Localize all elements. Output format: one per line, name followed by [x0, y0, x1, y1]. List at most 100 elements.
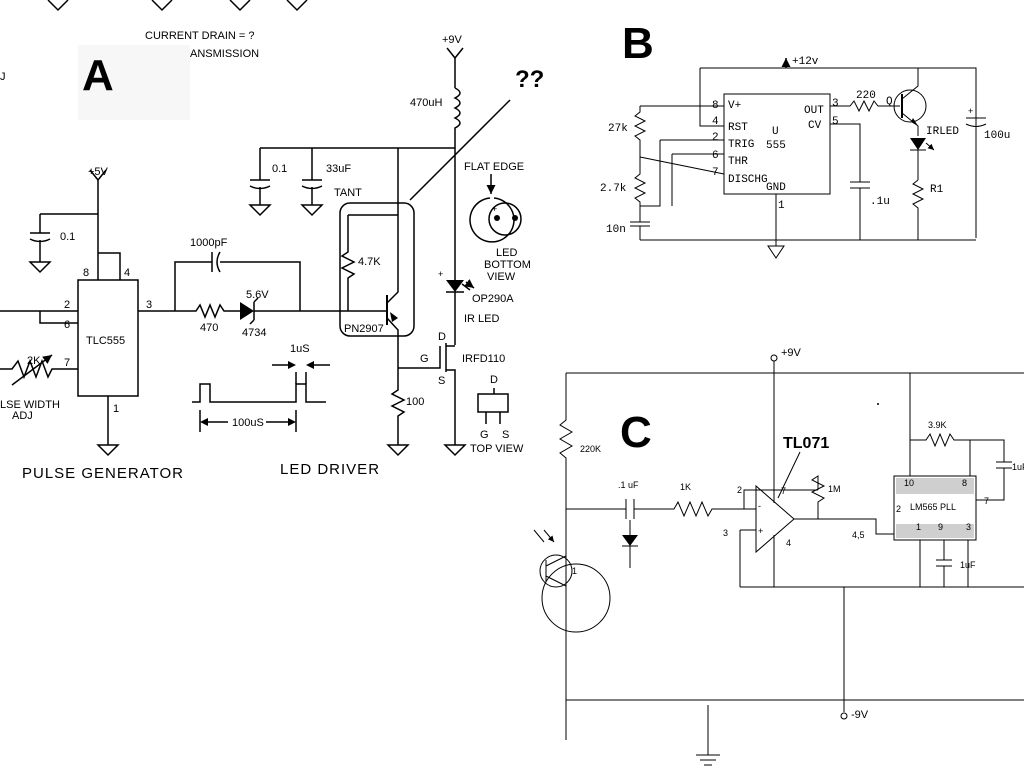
label-a-background [78, 45, 190, 120]
res-1k-label: 1K [680, 482, 691, 492]
pulse-generator-caption: PULSE GENERATOR [22, 465, 184, 482]
pin-4: 4 [124, 267, 130, 279]
capacitor-0-1u [830, 123, 870, 240]
plus-sign: + [438, 269, 443, 279]
supply-rail [700, 67, 977, 238]
capacitor-10n [630, 216, 650, 240]
capacitor-1uf-top [970, 439, 1012, 501]
tl071-pointer [777, 451, 801, 499]
left-edge-fragment: J [0, 71, 6, 83]
ground-rail [640, 194, 976, 246]
opamp-tl071 [755, 484, 795, 554]
resistor-220 [830, 99, 900, 113]
wire [0, 310, 78, 324]
resistor-27k [633, 106, 647, 157]
res-4-7k-label: 4.7K [358, 256, 381, 268]
op290a-label: OP290A [472, 293, 514, 305]
cap-100u-plus: + [968, 106, 973, 116]
ground-symbol [248, 204, 272, 217]
lm565-label: LM565 PLL [910, 502, 956, 512]
cap-0-1-b-label: 0.1 [272, 163, 287, 175]
photo-transistor-body [539, 554, 573, 588]
opamp-supply-wires [740, 373, 775, 588]
pll-pin-3: 3 [966, 522, 971, 532]
mosfet-d-label: D [438, 331, 446, 343]
cap-1000pf-label: 1000pF [190, 237, 228, 249]
pn2907-label: PN2907 [344, 323, 384, 335]
capacitor-0-1uf [566, 499, 660, 519]
cap-0-1u-label: .1u [870, 196, 890, 208]
lm565-shade-top [896, 478, 974, 494]
resistor-1m [810, 475, 826, 519]
question-mark: ?? [515, 66, 544, 93]
pin-dischg-name: DISCHG [728, 174, 768, 186]
irled-symbol [910, 138, 926, 150]
resistor-3-9k [909, 373, 971, 476]
wire [97, 252, 121, 280]
inductor-470uh [453, 58, 461, 280]
pin-2-num: 2 [712, 132, 719, 144]
led-pin-b [512, 215, 518, 221]
pulse-1us-label: 1uS [290, 343, 310, 355]
photo-transistor-leads [545, 555, 567, 587]
pin-gnd-name: GND [766, 182, 786, 194]
section-label-b: B [622, 19, 654, 68]
capacitor-1000pf [211, 251, 221, 273]
opamp-wires [739, 489, 818, 587]
capacitor-33uf [301, 148, 323, 205]
cap-100u-label: 100u [984, 130, 1010, 142]
wire-trig-thr [640, 139, 724, 207]
ic-555 [723, 93, 831, 195]
zener-part-label: 4734 [242, 327, 266, 339]
irled-label: IRLED [926, 126, 959, 138]
pin-5-num: 5 [832, 116, 839, 128]
res-100-label: 100 [406, 396, 424, 408]
pin-cv-name: CV [808, 120, 822, 132]
package-pins [485, 412, 501, 424]
supply-pos-label: +9V [781, 347, 802, 359]
pot-label: 2K [27, 355, 41, 367]
ic-label-u: U [772, 126, 779, 138]
res-1m-label: 1M [828, 484, 841, 494]
supply-neg-rail [566, 587, 1024, 712]
led-driver-caption: LED DRIVER [280, 461, 380, 478]
pin-4-num: 4 [712, 116, 719, 128]
ir-emission-arrows [461, 282, 474, 290]
circuit-b: B +12v U 555 8 V+ 4 RST 2 TRIG 6 THR 7 D… [600, 19, 1010, 259]
top-view-s: S [502, 429, 509, 441]
res-470-label: 470 [200, 322, 218, 334]
section-label-c: C [620, 408, 652, 457]
cap-0-1-label: 0.1 [60, 231, 75, 243]
pulse-width-label-2: ADJ [12, 410, 33, 422]
pin-8: 8 [83, 267, 89, 279]
led-bottom-view-3: VIEW [487, 271, 516, 283]
opamp-output [794, 518, 894, 535]
period-dimension [199, 410, 297, 432]
pin-2: 2 [64, 299, 70, 311]
pulse-width-arrows [288, 361, 314, 369]
tant-label: TANT [334, 187, 362, 199]
cap-1uf-top-label: 1uF [1012, 462, 1024, 472]
supply-5v-label: +5V [88, 166, 109, 178]
pulse-width-dimension [272, 364, 330, 384]
ground-symbol [300, 204, 324, 217]
supply-9v-label: +9V [442, 34, 463, 46]
cap-coupling-label: .1 uF [618, 480, 639, 490]
highlight-box [339, 202, 415, 337]
opamp-pin-2: 2 [737, 485, 742, 495]
pll-pin-10: 10 [904, 478, 914, 488]
diode-symbol [622, 535, 638, 546]
tl071-label: TL071 [783, 435, 829, 452]
tlc555-label: TLC555 [86, 335, 125, 347]
ground-symbol [696, 705, 720, 766]
pulse-waveform [192, 383, 326, 403]
ir-led-symbol [446, 280, 464, 292]
resistor-220k [559, 373, 573, 740]
res-220k-label: 220K [580, 444, 601, 454]
top-view-g: G [480, 429, 489, 441]
pin-7-num: 7 [712, 167, 719, 179]
pin-v-name: V+ [728, 100, 741, 112]
pulse-100us-label: 100uS [232, 417, 264, 429]
pin-1-num: 1 [778, 200, 785, 212]
pin-trig-name: TRIG [728, 139, 754, 151]
